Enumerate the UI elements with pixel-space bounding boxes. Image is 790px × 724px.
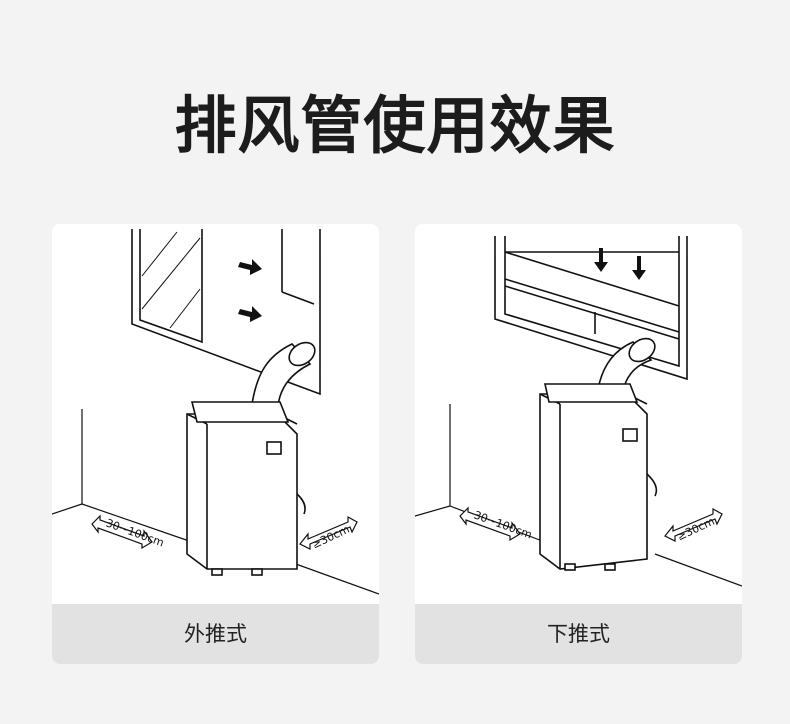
push-down-illustration: 30~100cm ≥30cm <box>415 236 742 587</box>
dimension-arrow-icon <box>459 506 723 542</box>
distance-side-label: ≥30cm <box>310 523 352 552</box>
caption-push-out: 外推式 <box>52 604 379 664</box>
caption-push-down: 下推式 <box>415 604 742 664</box>
arrow-down-icon <box>594 248 646 280</box>
page-title: 排风管使用效果 <box>174 89 616 162</box>
card-push-down: 30~100cm ≥30cm 下推式 <box>415 224 742 664</box>
dimension-arrow-icon <box>91 514 358 550</box>
arrow-right-icon <box>238 259 262 322</box>
card-push-out: 30~100cm ≥30cm 外推式 <box>52 224 379 664</box>
distance-side-label: ≥30cm <box>675 515 717 544</box>
push-out-illustration: 30~100cm ≥30cm <box>52 229 379 595</box>
